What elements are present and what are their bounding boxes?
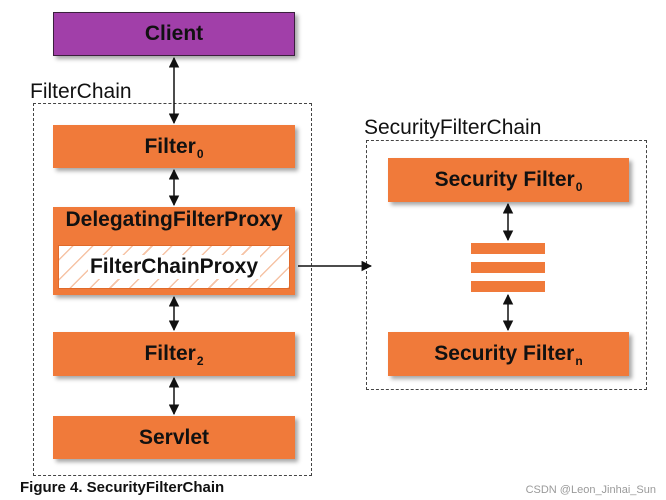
security-filter-chain-label: SecurityFilterChain	[364, 116, 542, 139]
figure-caption: Figure 4. SecurityFilterChain	[20, 479, 225, 496]
filter-chain-label: FilterChain	[30, 80, 132, 103]
filter-2-label: Filter	[144, 342, 196, 365]
filter-chain-proxy-label: FilterChainProxy	[87, 255, 261, 279]
security-filter-0-label: Security Filter	[434, 168, 575, 191]
client-label: Client	[144, 22, 204, 45]
servlet-box: Servlet	[53, 416, 295, 459]
security-filter-n-subscript: n	[575, 354, 583, 368]
filter-0-label: Filter	[144, 134, 196, 158]
ellipsis-bar-1	[471, 243, 545, 254]
filter-chain-proxy-box: FilterChainProxy	[58, 245, 290, 289]
security-filter-n-label: Security Filter	[434, 342, 575, 365]
security-filter-0-subscript: 0	[575, 180, 583, 194]
client-box: Client	[53, 12, 295, 56]
filter-2-subscript: 2	[196, 354, 204, 368]
filter-0-subscript: 0	[196, 146, 204, 161]
delegating-filter-proxy-label: DelegatingFilterProxy	[65, 208, 283, 231]
ellipsis-bar-2	[471, 262, 545, 273]
ellipsis-bar-3	[471, 281, 545, 292]
servlet-label: Servlet	[138, 425, 210, 449]
watermark: CSDN @Leon_Jinhai_Sun	[525, 484, 656, 496]
